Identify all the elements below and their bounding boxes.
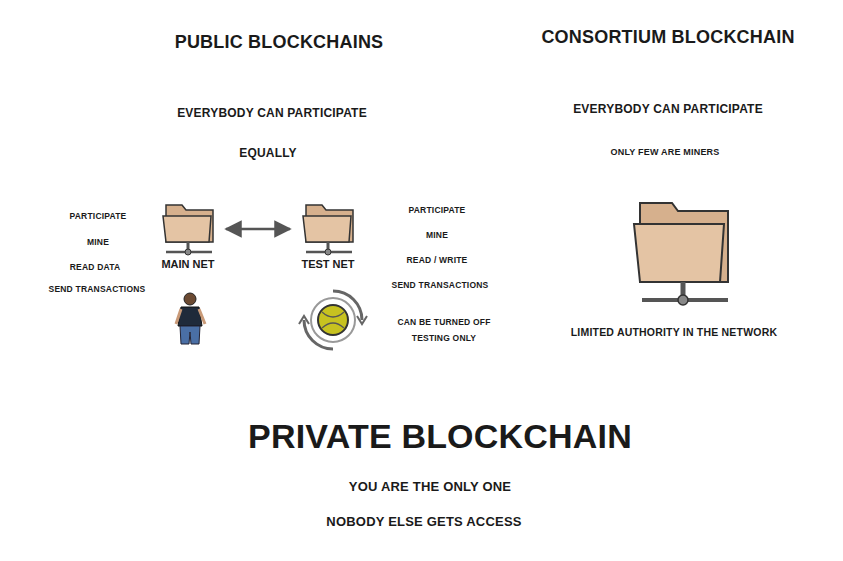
person-figure (176, 293, 205, 344)
feature-note: READ DATA (70, 263, 121, 272)
folder-front (163, 216, 211, 242)
ball (318, 305, 348, 335)
server-node: TEST NET (290, 202, 366, 271)
feature-note: ONLY FEW ARE MINERS (611, 148, 720, 158)
server-node: MAIN NET (150, 202, 226, 271)
server-folder (634, 203, 728, 305)
folder-hub (325, 249, 331, 255)
feature-note: TESTING ONLY (412, 334, 476, 343)
subheading: EVERYBODY CAN PARTICIPATE (177, 107, 367, 120)
subheading: EQUALLY (239, 147, 297, 160)
feature-note: CAN BE TURNED OFF (397, 318, 490, 327)
feature-note: MINE (426, 231, 448, 240)
server-folder-icon (158, 202, 218, 256)
feature-note: SEND TRANSACTIONS (392, 281, 489, 290)
feature-note: PARTICIPATE (70, 212, 127, 221)
feature-note: READ / WRITE (407, 256, 468, 265)
person-jeans (180, 326, 200, 344)
ball-seam (322, 312, 344, 328)
folder-front (634, 224, 724, 282)
feature-note: PARTICIPATE (409, 206, 466, 215)
feature-note: MINE (87, 238, 109, 247)
folder-hub (185, 249, 191, 255)
cycle-head (299, 316, 309, 324)
feature-note: LIMITED AUTHORITY IN THE NETWORK (571, 327, 777, 339)
section-heading: PUBLIC BLOCKCHAINS (175, 33, 384, 53)
server-folder-icon (298, 202, 358, 256)
folder-front (303, 216, 351, 242)
subheading: YOU ARE THE ONLY ONE (349, 480, 511, 494)
double-arrow (226, 228, 290, 231)
person-head (184, 293, 196, 305)
subheading: EVERYBODY CAN PARTICIPATE (573, 103, 763, 116)
folder-hub (678, 295, 688, 305)
section-heading: CONSORTIUM BLOCKCHAIN (541, 28, 794, 48)
network-name: MAIN NET (161, 258, 214, 271)
subheading: NOBODY ELSE GETS ACCESS (326, 515, 521, 529)
feature-note: SEND TRANSACTIONS (49, 285, 146, 294)
section-heading: PRIVATE BLOCKCHAIN (248, 418, 632, 455)
person-arms (176, 309, 205, 324)
ring (311, 298, 355, 342)
power-icon (299, 291, 367, 349)
network-name: TEST NET (301, 258, 354, 271)
cycle-head (357, 316, 367, 324)
